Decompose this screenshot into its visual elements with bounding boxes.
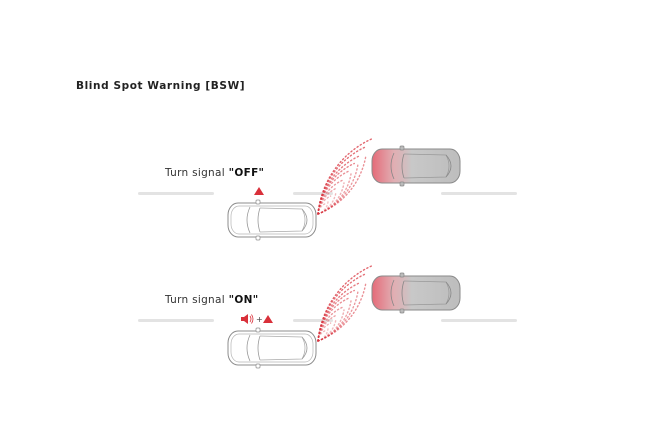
page-title: Blind Spot Warning [BSW] — [76, 80, 246, 92]
lane-marking — [138, 319, 214, 322]
ego-vehicle — [227, 327, 317, 369]
lane-marking — [441, 192, 517, 195]
lane-marking — [293, 192, 333, 195]
plus-sign: + — [256, 315, 263, 324]
radar-waves — [317, 281, 367, 342]
radar-waves — [317, 154, 367, 215]
lane-marking — [138, 192, 214, 195]
target-vehicle — [371, 145, 461, 187]
radar-waves — [307, 138, 383, 215]
lane-marking — [293, 319, 333, 322]
ego-vehicle — [227, 199, 317, 241]
label-prefix: Turn signal — [165, 167, 229, 179]
warning-triangle-icon — [254, 187, 264, 195]
label-state: "OFF" — [228, 167, 265, 179]
scenario-on-label: Turn signal "ON" — [165, 294, 258, 306]
scenario-off-label: Turn signal "OFF" — [165, 167, 264, 179]
label-state: "ON" — [228, 294, 259, 306]
radar-waves — [307, 265, 383, 342]
speaker-sound-icon — [241, 314, 254, 324]
target-vehicle — [371, 272, 461, 314]
label-prefix: Turn signal — [165, 294, 229, 306]
warning-triangle-icon — [263, 315, 273, 323]
lane-marking — [441, 319, 517, 322]
